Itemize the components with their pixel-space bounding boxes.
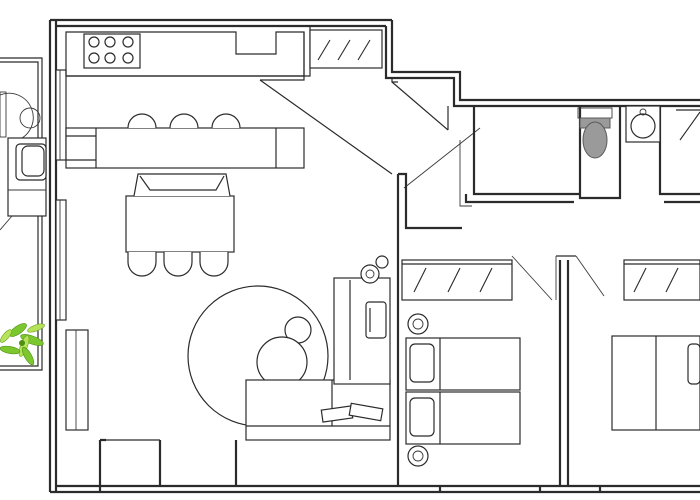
hallway xyxy=(259,76,481,207)
lamp xyxy=(360,255,389,284)
desk-chair xyxy=(365,301,387,339)
bathroom-2 xyxy=(625,105,700,143)
bar-stools xyxy=(127,113,241,129)
kitchen xyxy=(65,26,383,169)
twin-beds xyxy=(405,337,521,445)
potted-plant xyxy=(0,323,45,366)
nightstands xyxy=(407,313,429,467)
exterior-walls xyxy=(48,18,700,494)
bathroom-1 xyxy=(577,107,613,159)
balcony xyxy=(0,57,47,371)
coffee-tables xyxy=(256,316,312,388)
bedroom-2 xyxy=(575,255,700,431)
wardrobe-bedroom-1 xyxy=(401,259,513,301)
sink xyxy=(625,105,661,143)
stove xyxy=(83,33,141,69)
wardrobe-bedroom-2 xyxy=(623,259,700,301)
wardrobe-hall xyxy=(309,29,383,69)
west-windows xyxy=(55,69,89,431)
interior-walls xyxy=(396,106,700,492)
dining-table xyxy=(125,195,235,253)
kitchen-island xyxy=(65,127,305,169)
double-bed xyxy=(611,335,700,431)
sofa xyxy=(245,379,391,441)
dining-chairs xyxy=(127,173,231,277)
toilet xyxy=(579,117,611,159)
balcony-chair xyxy=(7,137,47,217)
bedroom-1 xyxy=(401,255,557,467)
